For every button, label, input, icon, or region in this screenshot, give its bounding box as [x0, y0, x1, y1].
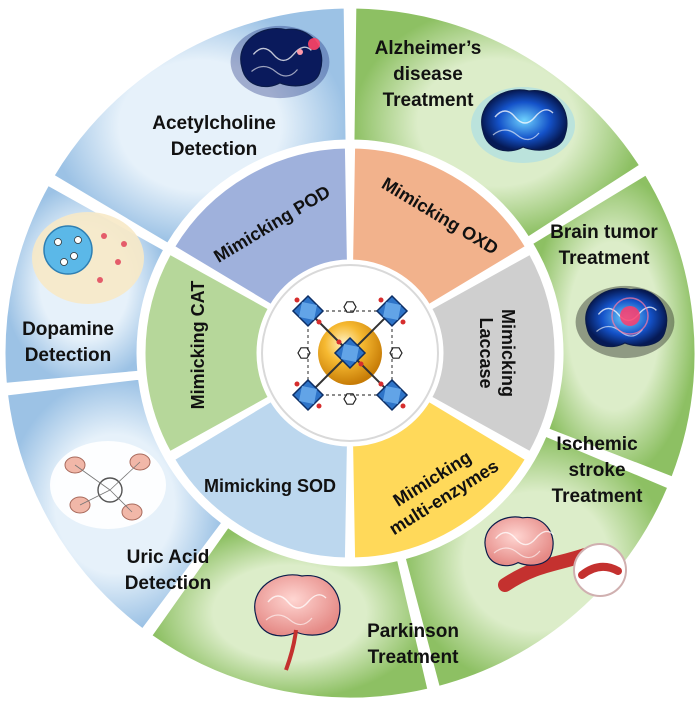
label-mimicking-cat: Mimicking CAT [188, 281, 208, 410]
segment-mimicking-multi-enzymes [350, 398, 529, 561]
segment-mimicking-cat [142, 251, 272, 455]
brain-network-icon [230, 25, 330, 99]
outer-icons [32, 25, 675, 671]
cell-sketch-icon [50, 441, 166, 529]
segment-mimicking-laccase [428, 251, 558, 455]
blood-vessel-icon [498, 543, 627, 597]
blue-brain-icon [471, 87, 575, 163]
segment-mimicking-pod [171, 145, 350, 308]
center-core [261, 264, 439, 442]
inner-ring [142, 145, 558, 561]
label-mimicking-laccase: MimickingLaccase [476, 309, 518, 397]
glowing-brain-icon [575, 285, 675, 359]
sensor-particle-icon [32, 212, 144, 304]
segment-mimicking-sod [171, 398, 350, 561]
mof-structure-icon [291, 294, 409, 412]
label-mimicking-sod: Mimicking SOD [204, 476, 336, 496]
stroke-brain-icon [484, 516, 555, 567]
red-brain-icon [254, 574, 341, 671]
segment-mimicking-oxd [350, 145, 529, 308]
